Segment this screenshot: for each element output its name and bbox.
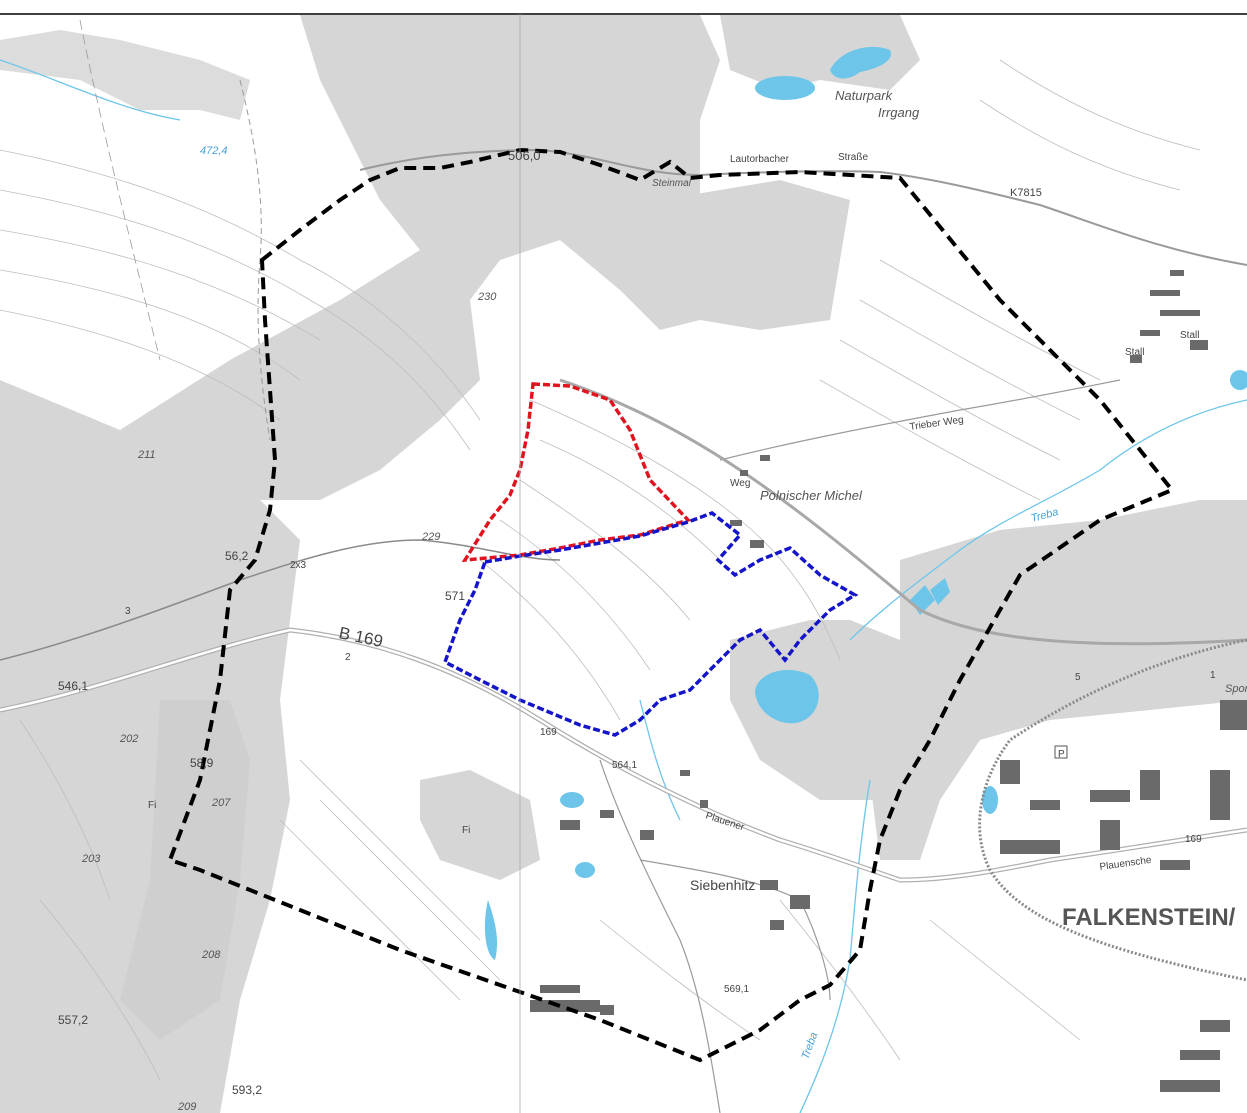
road-vertical-left (79, 19, 161, 361)
label-parking: P (1058, 749, 1065, 760)
label-203: 203 (81, 853, 101, 865)
railway-northeast (559, 378, 1247, 646)
label-steinmal: Steinmal (652, 178, 692, 189)
label-irrgang: Irrgang (878, 105, 920, 120)
pond-siebenhitz-2 (575, 862, 595, 878)
stream-treba-north (849, 399, 1247, 641)
label-169a: 169 (540, 727, 557, 738)
forest-north-central (300, 15, 720, 330)
label-fi-2: Fi (462, 825, 470, 836)
label-num-5: 5 (1075, 672, 1081, 683)
label-229: 229 (421, 531, 440, 543)
label-207: 207 (211, 797, 231, 809)
road-trieber-weg (719, 379, 1121, 461)
pond-east-2 (930, 578, 950, 605)
plan-area-red[interactable] (461, 382, 692, 563)
label-k7815: K7815 (1010, 187, 1042, 199)
label-lautorbacher: Lautorbacher (730, 154, 790, 165)
stream-west (0, 59, 181, 121)
label-2x3: 2x3 (290, 560, 307, 571)
forest-east-band (870, 500, 1247, 860)
label-230: 230 (477, 291, 497, 303)
contour-lines (0, 59, 1201, 1081)
forest-west-middle (120, 250, 480, 500)
label-elev-506: 506,0 (508, 148, 541, 163)
road-west-rail (0, 539, 561, 661)
label-202: 202 (119, 733, 138, 745)
label-num-2: 2 (345, 652, 351, 663)
map-labels: Naturpark Irrgang 506,0 Lautorbacher Str… (58, 88, 1247, 1113)
label-polnischer-michel: Polnischer Michel (760, 488, 863, 503)
forest-areas (0, 15, 1247, 1113)
label-stall-1: Stall (1180, 330, 1199, 341)
lake-large-south (755, 670, 819, 724)
forest-northwest-top (0, 30, 250, 120)
stream-pond (484, 900, 498, 960)
label-209: 209 (177, 1101, 196, 1113)
label-plauensche: Plauensche (1099, 855, 1153, 873)
label-elev-5641: 564,1 (612, 760, 637, 771)
pond-falkenstein (982, 786, 998, 814)
label-naturpark: Naturpark (835, 88, 894, 103)
label-elev-5932: 593,2 (232, 1083, 262, 1097)
water-bodies (484, 46, 1247, 960)
pond-siebenhitz-1 (560, 792, 584, 808)
label-strasse: Straße (838, 152, 868, 163)
forest-southwest-strip (120, 700, 250, 1040)
pond-far-east (1230, 370, 1247, 390)
label-208: 208 (201, 949, 221, 961)
stream-central (639, 699, 681, 821)
label-571: 571 (445, 589, 465, 603)
label-elev-4724: 472,4 (200, 145, 228, 157)
label-562: 56,2 (225, 549, 249, 563)
label-num-1: 1 (1210, 670, 1216, 681)
forest-northeast-top (720, 15, 920, 90)
label-spor: Spor (1225, 683, 1247, 695)
label-589: 58,9 (190, 756, 214, 770)
buildings (530, 270, 1247, 1092)
forest-north-east (660, 180, 850, 330)
label-elev-5461: 546,1 (58, 679, 88, 693)
label-num-3: 3 (125, 606, 131, 617)
label-169b: 169 (1185, 834, 1202, 845)
label-trieber-weg: Trieber Weg (909, 414, 964, 432)
lake-small-north (755, 76, 815, 100)
label-b169: B 169 (337, 623, 384, 651)
label-siebenhitz: Siebenhitz (690, 877, 755, 893)
label-211: 211 (137, 449, 156, 461)
label-falkenstein: FALKENSTEIN/ (1062, 904, 1236, 931)
forest-fi-block (420, 770, 540, 880)
label-elev-5691: 569,1 (724, 984, 749, 995)
label-weg: Weg (730, 478, 750, 489)
parking-sign (1054, 745, 1068, 759)
label-treba-south: Treba (800, 1031, 821, 1061)
lake-naturpark (830, 46, 891, 79)
label-plauener: Plauener (704, 810, 746, 833)
label-elev-5572: 557,2 (58, 1013, 88, 1027)
label-fi-1: Fi (148, 800, 156, 811)
plan-boundary-black[interactable] (167, 147, 1176, 1063)
label-stall-2: Stall (1125, 347, 1144, 358)
label-treba-north: Treba (1030, 506, 1060, 525)
